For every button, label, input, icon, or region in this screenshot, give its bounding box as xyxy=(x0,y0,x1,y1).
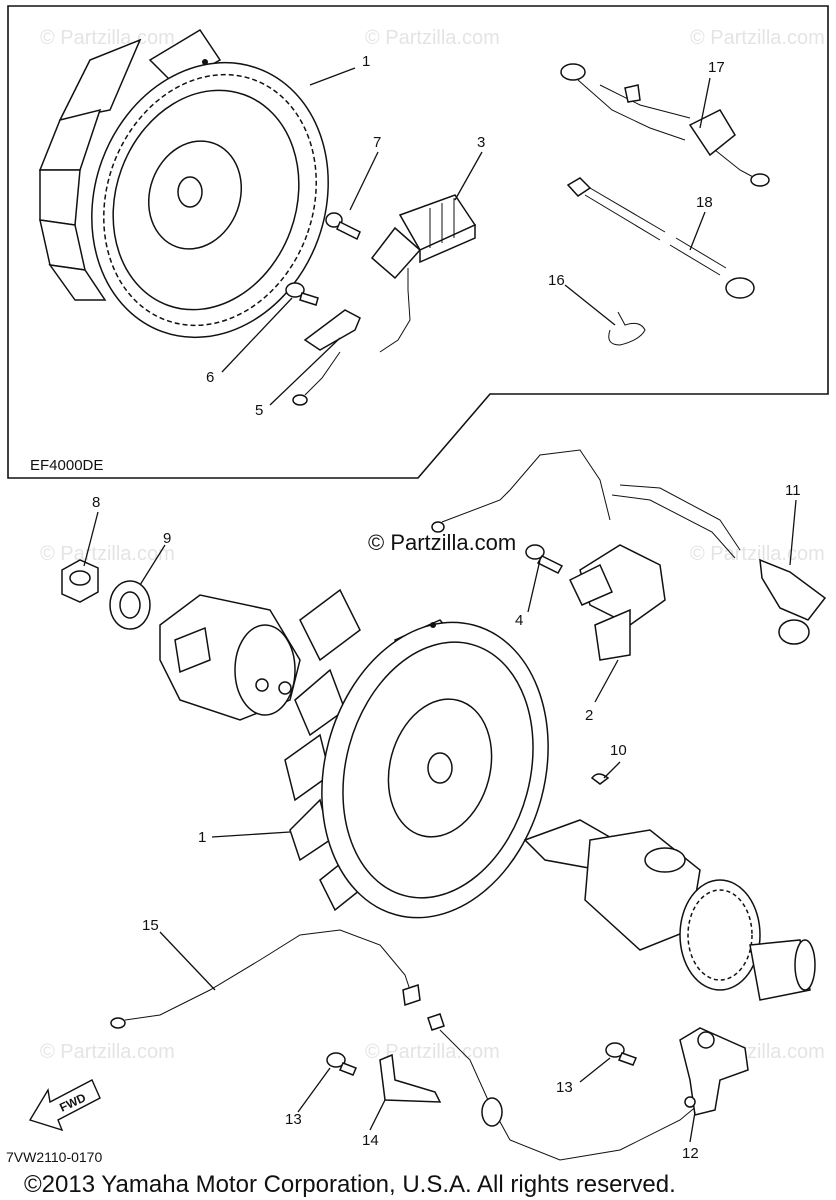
callout-1-bottom: 1 xyxy=(198,829,206,846)
clip-part-16[interactable] xyxy=(608,311,646,346)
main-leaders xyxy=(83,499,797,1143)
flywheel-part-top[interactable] xyxy=(38,28,366,371)
watermark: © Partzilla.com xyxy=(690,543,825,565)
copyright-notice: ©2013 Yamaha Motor Corporation, U.S.A. A… xyxy=(24,1171,676,1198)
forward-arrow-icon: FWD xyxy=(28,1079,101,1132)
inset-frame xyxy=(7,5,829,479)
callout-6: 6 xyxy=(206,369,214,386)
crankshaft[interactable] xyxy=(523,819,816,1001)
spark-plug-cap-part-11[interactable] xyxy=(431,449,827,645)
callout-13-left: 13 xyxy=(285,1111,302,1128)
callout-18: 18 xyxy=(696,194,713,211)
callout-15: 15 xyxy=(142,917,159,934)
callout-12: 12 xyxy=(682,1145,699,1162)
lead-part-5[interactable] xyxy=(292,309,361,406)
watermark: © Partzilla.com xyxy=(690,27,825,49)
bolt-part-7[interactable] xyxy=(325,212,361,241)
callout-16: 16 xyxy=(548,272,565,289)
starter-pulley[interactable] xyxy=(159,594,301,721)
watermark: © Partzilla.com xyxy=(365,27,500,49)
cable-part-18[interactable] xyxy=(566,177,755,299)
washer-part-9[interactable] xyxy=(109,580,151,630)
flywheel-part-bottom[interactable] xyxy=(284,588,580,943)
bolt-part-13-left[interactable] xyxy=(326,1052,357,1076)
wire-harness-part-17[interactable] xyxy=(560,63,770,187)
callout-13-right: 13 xyxy=(556,1079,573,1096)
bolt-part-4[interactable] xyxy=(525,544,564,574)
callout-11: 11 xyxy=(785,482,801,499)
callout-14: 14 xyxy=(362,1132,379,1149)
callout-10: 10 xyxy=(610,742,627,759)
callout-4: 4 xyxy=(515,612,523,629)
callout-8: 8 xyxy=(92,494,100,511)
nut-part-8[interactable] xyxy=(61,559,99,603)
bolt-part-6[interactable] xyxy=(285,282,319,306)
pulser-coil-part-12[interactable] xyxy=(679,1027,749,1116)
charge-coil-part-3[interactable] xyxy=(370,194,477,353)
watermark: © Partzilla.com xyxy=(40,543,175,565)
callout-2: 2 xyxy=(585,707,593,724)
callout-17: 17 xyxy=(708,59,725,76)
callout-5: 5 xyxy=(255,402,263,419)
bolt-part-13-right[interactable] xyxy=(605,1042,638,1066)
callout-9: 9 xyxy=(163,530,171,547)
inset-label: EF4000DE xyxy=(30,457,103,474)
center-watermark: © Partzilla.com xyxy=(368,530,516,555)
diagram-code: 7VW2110-0170 xyxy=(6,1149,102,1165)
callout-3: 3 xyxy=(477,134,485,151)
woodruff-key-part-10[interactable] xyxy=(590,773,610,785)
wire-part-15[interactable] xyxy=(110,929,421,1029)
watermark: © Partzilla.com xyxy=(365,1041,500,1063)
top-leaders xyxy=(221,67,711,406)
callout-7: 7 xyxy=(373,134,381,151)
pulser-lead[interactable] xyxy=(427,1013,711,1161)
watermark: © Partzilla.com xyxy=(40,27,175,49)
callout-1-top: 1 xyxy=(362,53,370,70)
ignition-coil-part-2[interactable] xyxy=(569,544,666,661)
watermark: © Partzilla.com xyxy=(40,1041,175,1063)
